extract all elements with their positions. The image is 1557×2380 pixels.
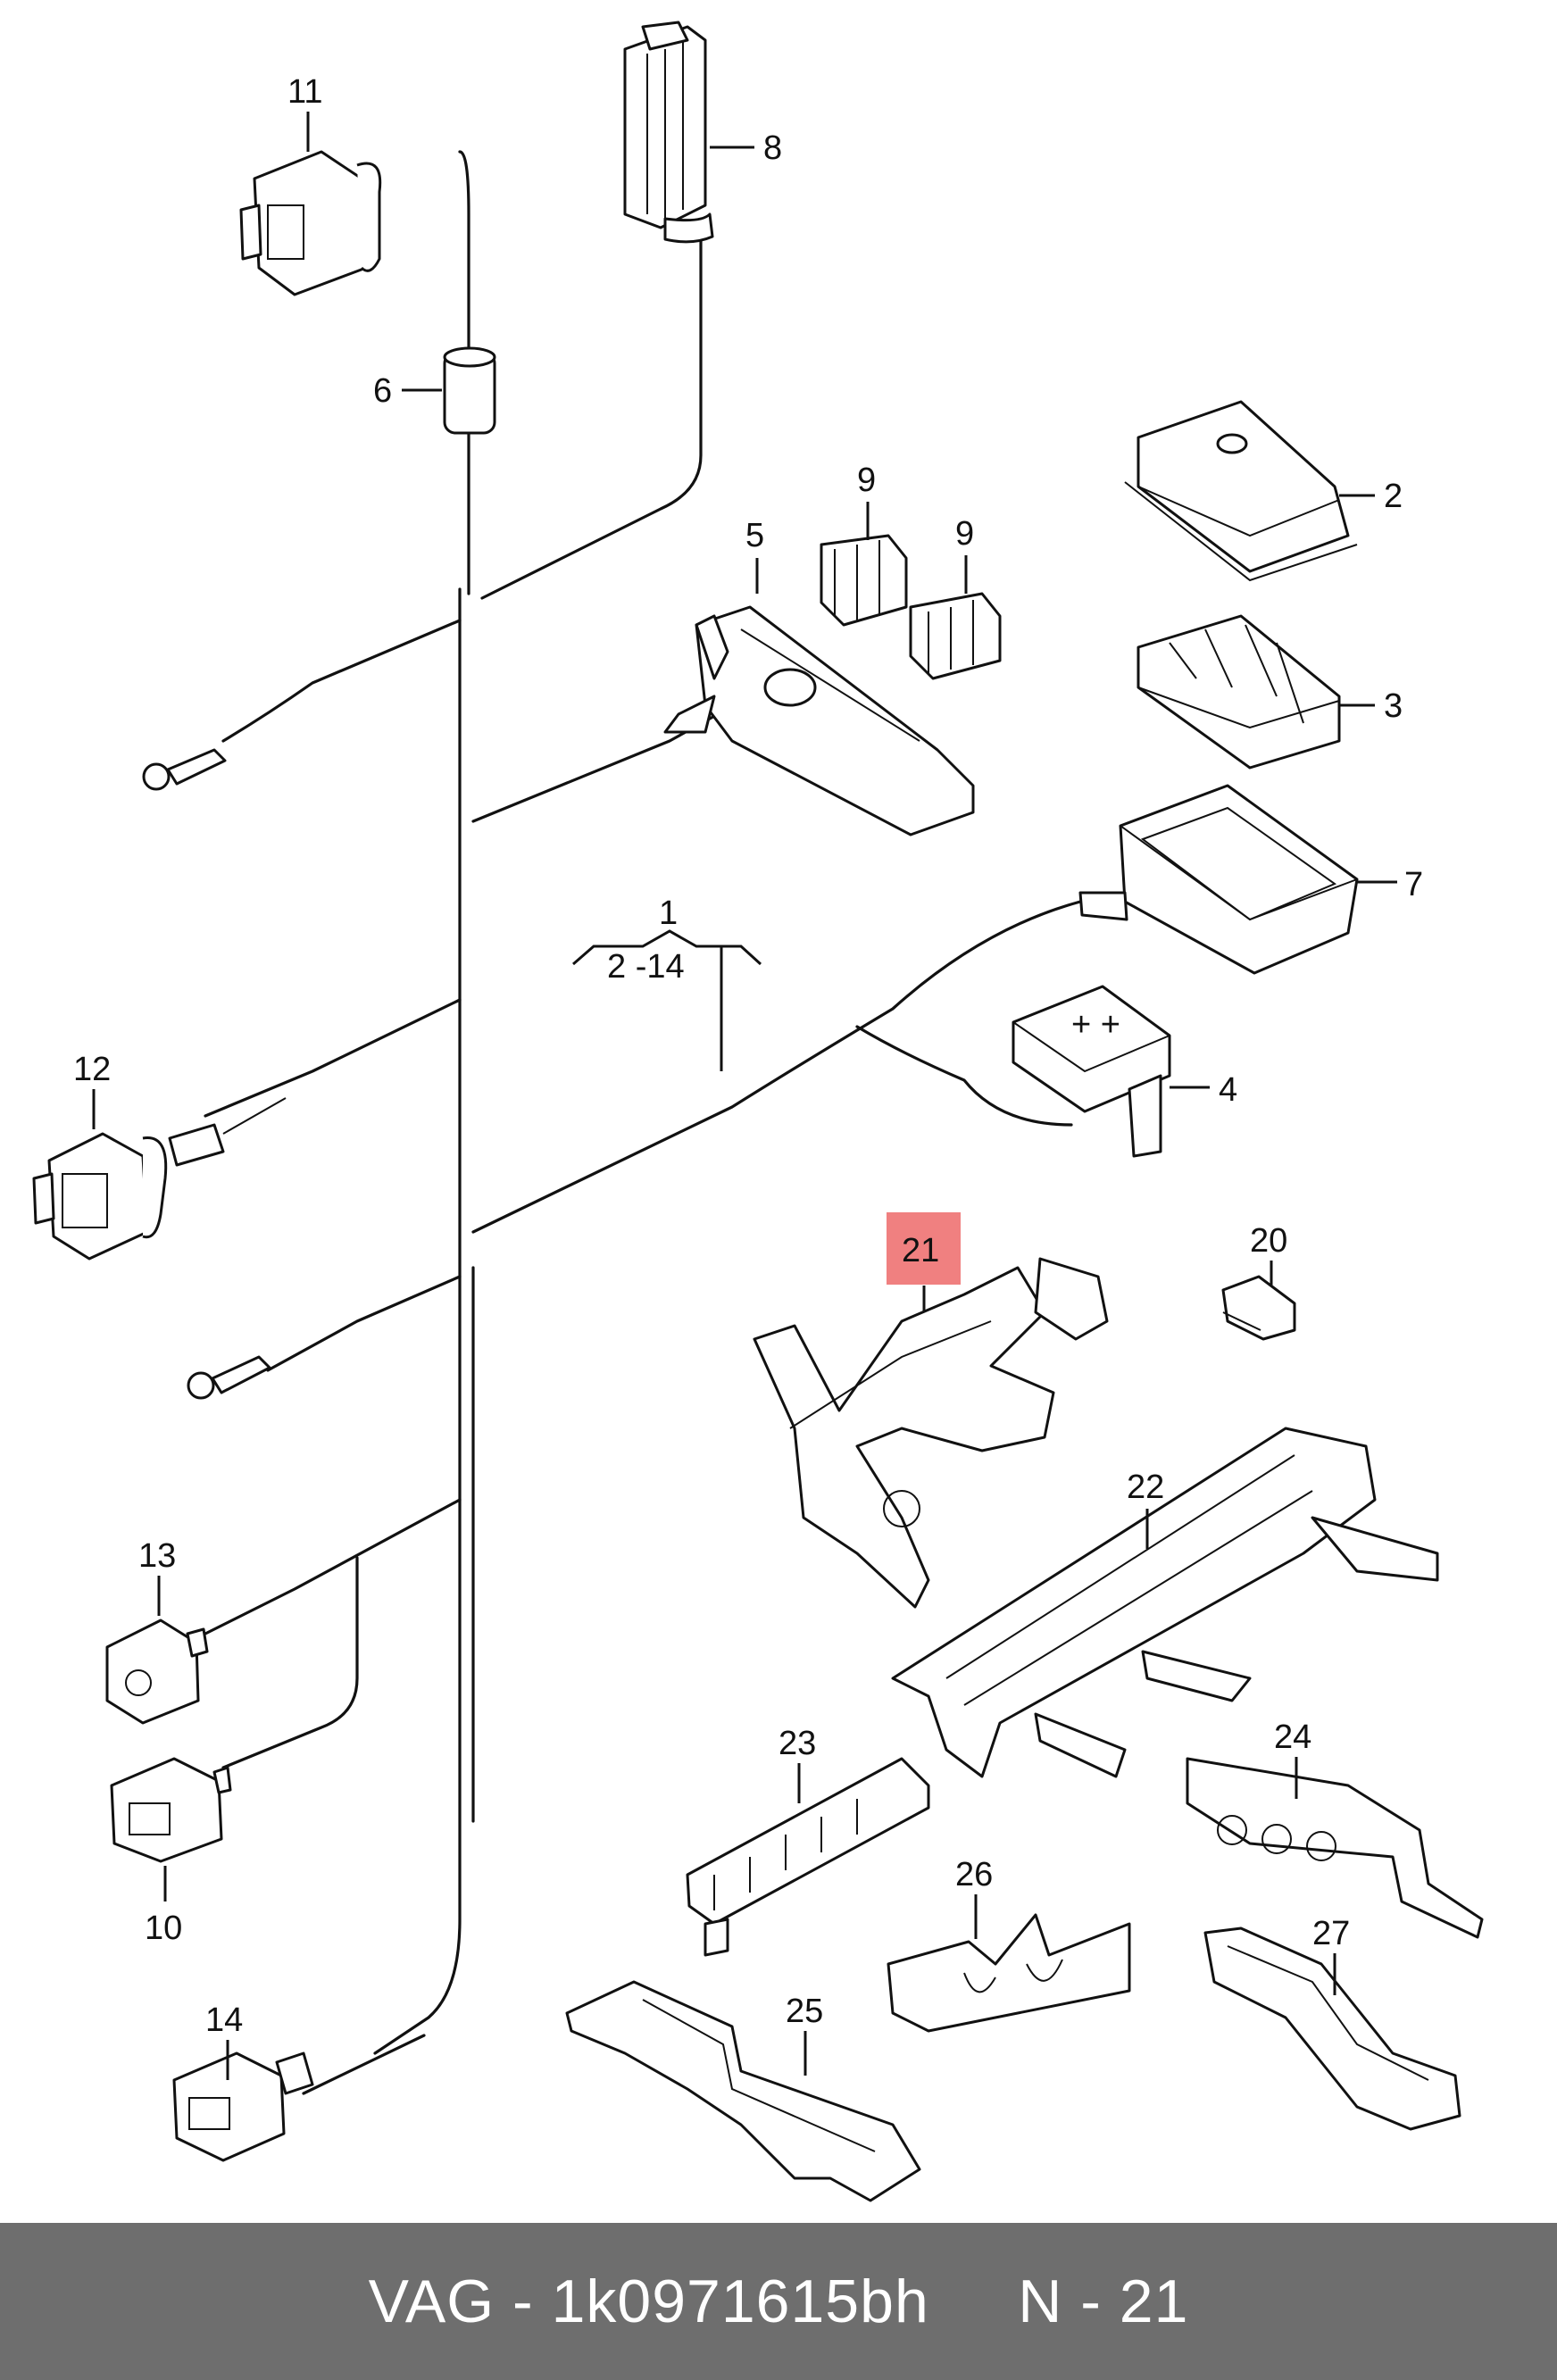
part-12-connector: [32, 1097, 287, 1261]
part-9-connector-a: [820, 534, 908, 627]
svg-text:6: 6: [373, 372, 392, 410]
svg-text:24: 24: [1274, 1718, 1311, 1756]
svg-text:23: 23: [778, 1725, 816, 1762]
svg-text:10: 10: [145, 1910, 182, 1947]
part-number-caption: VAG - 1k0971615bh N - 21: [368, 2268, 1189, 2335]
svg-text:7: 7: [1404, 866, 1423, 903]
svg-text:9: 9: [955, 515, 974, 553]
svg-text:1: 1: [659, 895, 678, 932]
label-10: 10: [145, 1866, 182, 1947]
part-3-relay-plate: [1137, 614, 1341, 770]
part-27-bracket: [1203, 1926, 1461, 2131]
part-8-connector: [623, 21, 714, 244]
label-26: 26: [955, 1856, 993, 1939]
label-3: 3: [1339, 687, 1403, 725]
part-2-cover: [1124, 400, 1358, 582]
label-27: 27: [1312, 1915, 1350, 1995]
label-2: 2: [1339, 478, 1403, 515]
label-23: 23: [778, 1725, 816, 1803]
svg-text:22: 22: [1127, 1469, 1164, 1506]
label-9a: 9: [857, 462, 876, 540]
part-24-bracket: [1186, 1757, 1484, 1939]
label-24: 24: [1274, 1718, 1311, 1799]
label-6: 6: [373, 372, 442, 410]
part-5-control-unit: [663, 605, 975, 836]
part-14-connector: [172, 2051, 314, 2162]
label-8: 8: [710, 129, 782, 167]
svg-text:4: 4: [1219, 1071, 1237, 1109]
label-22: 22: [1127, 1469, 1164, 1549]
ring-terminal-lower: [187, 1355, 271, 1400]
svg-text:12: 12: [73, 1051, 111, 1088]
part-23-rail: [686, 1757, 930, 1957]
wiring-harness: [204, 150, 1082, 2095]
svg-text:2 -14: 2 -14: [607, 948, 685, 986]
ring-terminal-upper: [142, 748, 227, 791]
svg-text:2: 2: [1384, 478, 1403, 515]
svg-text:5: 5: [745, 517, 764, 554]
part-21-bracket: [753, 1257, 1109, 1609]
label-21-highlighted: 21: [887, 1212, 961, 1312]
label-11: 11: [287, 73, 322, 152]
svg-text:9: 9: [857, 462, 876, 499]
highlight-box: [887, 1212, 961, 1285]
part-11-connector: [239, 150, 382, 296]
label-25: 25: [786, 1993, 823, 2076]
svg-text:3: 3: [1384, 687, 1403, 725]
label-20: 20: [1250, 1222, 1287, 1286]
svg-text:8: 8: [763, 129, 782, 167]
label-12: 12: [73, 1051, 111, 1129]
part-10-connector: [110, 1757, 232, 1863]
label-13: 13: [138, 1537, 176, 1616]
label-5: 5: [745, 517, 764, 594]
part-13-connector: [105, 1619, 209, 1725]
svg-text:26: 26: [955, 1856, 993, 1893]
svg-text:14: 14: [205, 2001, 243, 2039]
part-9-connector-b: [909, 592, 1002, 680]
part-6-sleeve: [443, 346, 496, 435]
part-22-long-bracket: [891, 1427, 1439, 1778]
svg-text:21: 21: [902, 1232, 939, 1269]
svg-text:13: 13: [138, 1537, 176, 1575]
svg-text:11: 11: [287, 73, 322, 111]
svg-text:+ +: + +: [1071, 1006, 1120, 1044]
footer-bar: VAG - 1k0971615bh N - 21: [0, 2223, 1557, 2380]
svg-text:20: 20: [1250, 1222, 1287, 1260]
part-7-box: [1078, 784, 1359, 975]
label-7: 7: [1357, 866, 1423, 903]
label-4: 4: [1170, 1071, 1237, 1109]
part-26-holder: [887, 1913, 1131, 2033]
part-4-fuse-cover: + +: [1012, 985, 1171, 1158]
parts-diagram: + +: [32, 21, 1484, 2202]
label-14: 14: [205, 2001, 243, 2080]
label-1: 1 2 -14: [572, 895, 762, 1071]
part-25-bracket: [565, 1980, 921, 2202]
svg-text:25: 25: [786, 1993, 823, 2030]
label-9b: 9: [955, 515, 974, 594]
part-20-clip: [1221, 1275, 1296, 1341]
svg-text:27: 27: [1312, 1915, 1350, 1952]
